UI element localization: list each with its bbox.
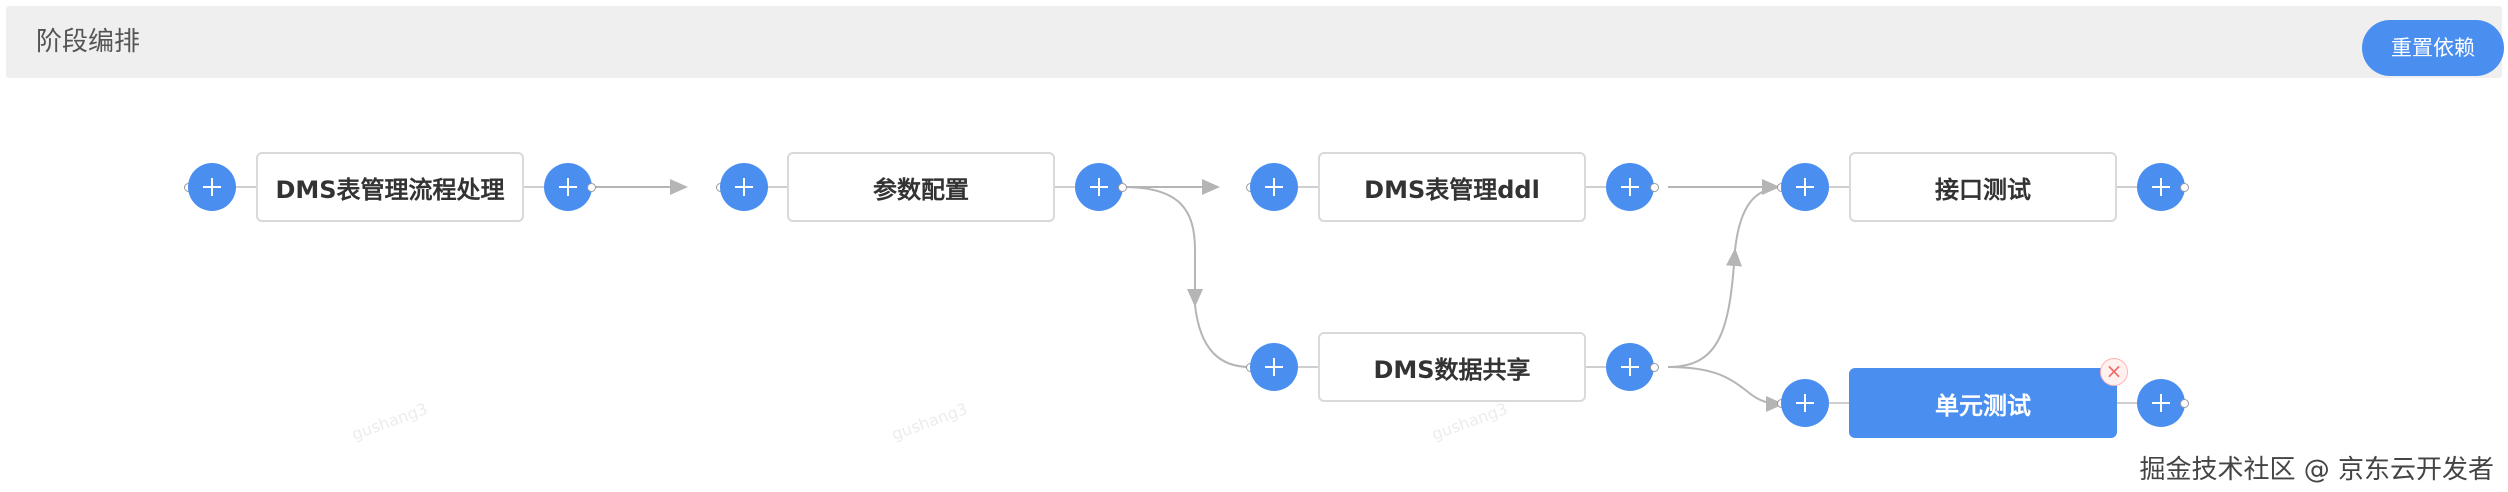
add-before-stage-button[interactable] — [1781, 379, 1829, 427]
stage-node-dms-ddl[interactable]: DMS表管理ddl — [1318, 152, 1586, 222]
reset-dependencies-button[interactable]: 重置依赖 — [2362, 20, 2504, 76]
add-after-stage-button[interactable] — [544, 163, 592, 211]
add-after-stage-button[interactable] — [1606, 343, 1654, 391]
add-before-stage-button[interactable] — [1250, 163, 1298, 211]
add-before-stage-button[interactable] — [1781, 163, 1829, 211]
output-port[interactable] — [587, 183, 596, 192]
stage-node-interface-test[interactable]: 接口测试 — [1849, 152, 2117, 222]
output-port[interactable] — [1650, 363, 1659, 372]
stage-node-param-config[interactable]: 参数配置 — [787, 152, 1055, 222]
edge-param-to-share-tail — [1194, 304, 1251, 368]
edge-share-to-unit — [1667, 366, 1784, 412]
page-header: 阶段编排 重置依赖 — [6, 6, 2504, 78]
output-port[interactable] — [2180, 399, 2189, 408]
stage-node-unit-test[interactable]: 单元测试 — [1849, 368, 2117, 438]
add-after-stage-button[interactable] — [1075, 163, 1123, 211]
add-after-stage-button[interactable] — [2137, 163, 2185, 211]
output-port[interactable] — [1650, 183, 1659, 192]
stage-node-dms-process[interactable]: DMS表管理流程处理 — [256, 152, 524, 222]
close-icon[interactable]: × — [2100, 358, 2128, 386]
edge-param-to-share — [1122, 186, 1203, 307]
add-before-stage-button[interactable] — [720, 163, 768, 211]
stage-node-dms-share[interactable]: DMS数据共享 — [1318, 332, 1586, 402]
source-credit: 掘金技术社区 @ 京东云开发者 — [2139, 455, 2494, 485]
output-port[interactable] — [1118, 183, 1127, 192]
add-before-stage-button[interactable] — [1250, 343, 1298, 391]
add-before-stage-button[interactable] — [188, 163, 236, 211]
add-after-stage-button[interactable] — [1606, 163, 1654, 211]
edge-share-to-interface-tail — [1734, 186, 1786, 251]
output-port[interactable] — [2180, 183, 2189, 192]
add-after-stage-button[interactable] — [2137, 379, 2185, 427]
edge-share-to-interface — [1667, 248, 1742, 368]
page-title: 阶段编排 — [36, 27, 141, 57]
